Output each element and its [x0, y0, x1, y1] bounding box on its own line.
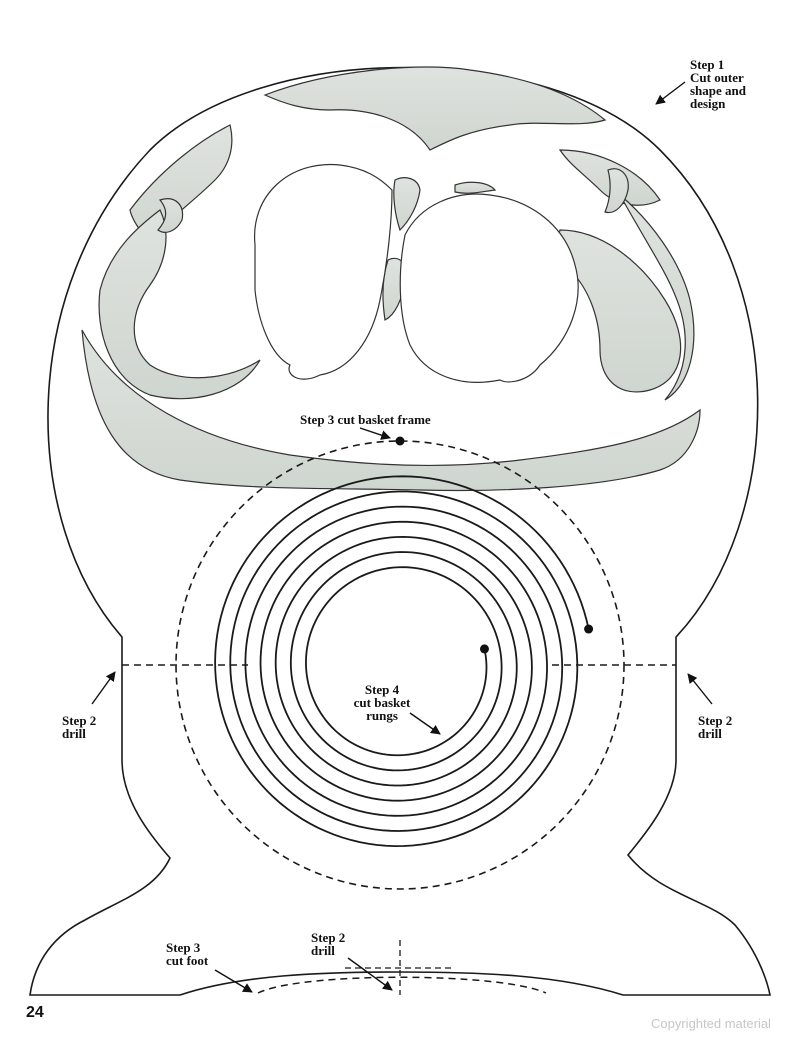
step3-foot-arrow [214, 969, 253, 993]
fretwork-left-curl [157, 198, 184, 233]
step2-left-arrow [91, 671, 116, 705]
step1-label: Step 1 Cut outer shape and design [690, 57, 746, 111]
fretwork-right-tab [604, 168, 629, 214]
step2-center-label: Step 2 drill [311, 930, 346, 958]
fretwork-lower-band [81, 329, 701, 492]
step3-frame-label: Step 3 cut basket frame [300, 412, 431, 427]
spiral-end-point [479, 644, 489, 654]
page-number: 24 [26, 1004, 44, 1021]
foot-cut-line [257, 976, 547, 994]
step4-label: Step 4 cut basket rungs [353, 682, 411, 723]
bunny-left [254, 163, 393, 380]
fretwork-center-notch [393, 177, 421, 232]
basket-frame-start-point [395, 436, 405, 446]
step4-arrow [409, 712, 441, 735]
fretwork-left-lower [98, 209, 261, 400]
step2-right-arrow [687, 673, 713, 705]
step3-frame-arrow [359, 427, 391, 440]
step2-left-label: Step 2 drill [62, 713, 97, 741]
copyright-notice: Copyrighted material [651, 1016, 771, 1031]
fretwork-top-leaf [263, 66, 607, 151]
basket-rungs-spiral [214, 475, 590, 847]
spiral-start-point [584, 624, 594, 634]
fretwork-design [81, 66, 701, 492]
bunny-silhouettes [254, 163, 579, 383]
fretwork-right-flame [619, 194, 695, 401]
step3-foot-label: Step 3 cut foot [166, 940, 209, 968]
step2-right-label: Step 2 drill [698, 713, 733, 741]
step1-arrow [655, 81, 686, 105]
bunny-right [399, 193, 579, 383]
step2-center-arrow [347, 957, 393, 991]
fretwork-center-sliver [454, 181, 497, 194]
outer-shape-outline [29, 66, 771, 996]
